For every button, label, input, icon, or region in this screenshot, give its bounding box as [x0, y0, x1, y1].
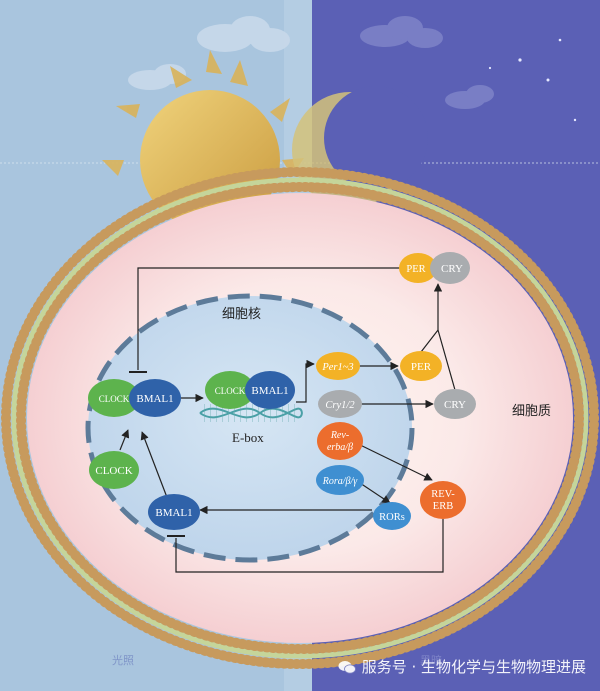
nucleus: [85, 293, 415, 563]
gene-rev-erb: Rev- erba/β: [317, 422, 363, 460]
cytoplasm-label: 细胞质: [512, 404, 551, 419]
rors-label: RORs: [379, 512, 405, 523]
gene-per-label: Per1~3: [321, 362, 353, 373]
per-cry-per-label: PER: [406, 264, 425, 275]
gene-reverb-line1: Rev-: [330, 430, 349, 441]
night-label: 黑暗: [420, 653, 442, 667]
clock-protein: CLOCK: [89, 451, 139, 489]
gene-ror-label: Rora/β/γ: [322, 476, 359, 487]
clock-bmal1-complex: CLOCK BMAL1: [88, 379, 181, 417]
ebox-label: E-box: [232, 430, 264, 445]
per-protein: PER: [400, 351, 442, 381]
gene-ror: Rora/β/γ: [316, 465, 364, 495]
gene-reverb-line2: erba/β: [327, 442, 353, 453]
watermark: 服务号 · 生物化学与生物物理进展: [338, 656, 586, 677]
rev-erb-protein: REV- ERB: [420, 481, 466, 519]
gene-cry: Cry1/2: [318, 390, 362, 418]
reverb-line2: ERB: [433, 501, 453, 512]
dna-helix: [199, 404, 303, 422]
rors-protein: RORs: [373, 502, 411, 530]
reverb-line1: REV-: [431, 489, 455, 500]
bmal1-protein: BMAL1: [148, 494, 200, 530]
dna-clock-label: CLOCK: [215, 386, 246, 396]
gene-cry-label: Cry1/2: [325, 400, 355, 411]
dna-bmal1-label: BMAL1: [251, 385, 288, 397]
bmal1-mono-label: BMAL1: [155, 507, 192, 519]
wechat-icon: [338, 660, 356, 674]
per-cry-cry-label: CRY: [441, 263, 463, 275]
per-cry-complex: PER CRY: [399, 252, 470, 284]
complex-clock-label: CLOCK: [99, 394, 130, 404]
nucleus-label: 细胞核: [222, 307, 261, 322]
clock-mono-label: CLOCK: [95, 465, 132, 477]
dna-bound-complex: CLOCK BMAL1: [205, 371, 295, 409]
cloud-icon: [360, 16, 494, 109]
cry-label: CRY: [444, 399, 466, 411]
pathway-lines: [119, 267, 456, 573]
day-label: 光照: [112, 653, 134, 667]
per-label: PER: [411, 361, 432, 373]
watermark-text: 服务号 · 生物化学与生物物理进展: [361, 658, 586, 676]
cry-protein: CRY: [434, 389, 476, 419]
gene-per: Per1~3: [316, 352, 360, 380]
complex-bmal1-label: BMAL1: [136, 393, 173, 405]
